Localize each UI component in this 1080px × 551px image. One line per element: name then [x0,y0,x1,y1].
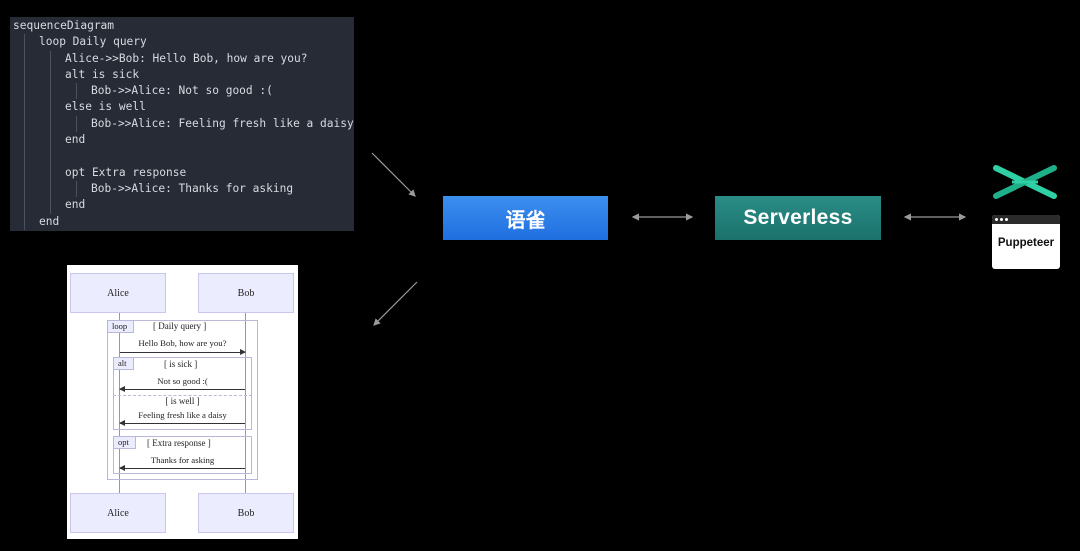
code-line: sequenceDiagram [13,18,354,34]
yuque-label: 语雀 [505,207,546,232]
indent-guide [24,148,25,165]
actor-bob-top: Bob [198,273,294,313]
message-2: Not so good :( [157,376,208,386]
code-text: Alice->>Bob: Hello Bob, how are you? [65,51,308,65]
alt-condition: [ is sick ] [164,359,198,369]
else-separator [113,395,252,396]
code-line: end [13,132,354,149]
code-line: end [13,213,354,230]
actor-label: Alice [107,287,129,299]
indent-guide [76,180,77,198]
indent-guide [76,83,77,100]
bob-lifeline [245,313,246,493]
indent-guide [50,115,51,133]
message-4-arrow [119,465,245,471]
message-3-arrow [119,420,245,426]
code-text: opt Extra response [65,165,187,179]
indent-guide [24,115,25,133]
alice-lifeline [119,313,120,493]
indent-guide [50,132,51,149]
indent-guide [50,50,51,67]
code-line: loop Daily query [13,34,354,51]
indent-guide [50,164,51,181]
indent-guide [24,66,25,84]
alt-tag: alt [114,358,134,370]
window-dot-icon [995,218,998,221]
loop-tag: loop [108,321,135,333]
loop-condition: [ Daily query ] [153,321,207,331]
indent-guide [50,99,51,116]
message-1-arrow [120,349,246,355]
message-3: Feeling fresh like a daisy [138,410,227,420]
code-line: Bob->>Alice: Thanks for asking [13,180,354,198]
indent-guide [76,115,77,133]
indent-guide [24,132,25,149]
actor-bob-bottom: Bob [198,493,294,533]
actor-label: Bob [237,287,255,299]
loop-frame: loop [ Daily query ] [107,320,258,480]
serverless-box: Serverless [715,196,881,240]
code-text: sequenceDiagram [13,19,115,32]
yuque-box: 语雀 [443,196,608,240]
indent-guide [50,197,51,214]
puppeteer-label: Puppeteer [997,237,1055,249]
code-line: Bob->>Alice: Feeling fresh like a daisy [13,115,354,133]
else-condition: [ is well ] [165,396,200,406]
indent-guide [24,34,25,51]
indent-guide [24,213,25,230]
puppeteer-browser-card: Puppeteer [992,215,1060,269]
code-line [13,148,354,165]
indent-guide [24,99,25,116]
actor-label: Bob [237,507,255,519]
code-text: loop Daily query [39,35,147,49]
code-line: Bob->>Alice: Not so good :( [13,83,354,100]
alt-frame: alt [ is sick ] [113,357,252,430]
window-dot-icon [1005,218,1008,221]
rendered-sequence-diagram: Alice Bob loop [ Daily query ] Hello Bob… [67,265,298,539]
indent-guide [24,50,25,67]
actor-alice-top: Alice [70,273,166,313]
code-line: end [13,197,354,214]
indent-guide [50,180,51,198]
code-line: opt Extra response [13,164,354,181]
message-2-arrow [119,386,245,392]
indent-guide [50,148,51,165]
code-text: end [65,133,86,147]
opt-condition: [ Extra response ] [147,438,211,448]
actor-alice-bottom: Alice [70,493,166,533]
serverless-label: Serverless [743,206,853,229]
indent-guide [24,83,25,100]
window-dot-icon [1000,218,1003,221]
code-line: else is well [13,99,354,116]
indent-guide [50,66,51,84]
code-text: end [65,198,86,212]
actor-label: Alice [107,507,129,519]
puppeteer-logo-icon [993,165,1057,199]
message-1: Hello Bob, how are you? [138,338,227,348]
opt-frame: opt [ Extra response ] [113,436,252,474]
code-line: Alice->>Bob: Hello Bob, how are you? [13,50,354,67]
code-line: alt is sick [13,66,354,84]
arrow-code-to-yuque [371,152,416,197]
message-4: Thanks for asking [150,455,215,465]
code-text: end [39,214,60,228]
code-text: Bob->>Alice: Feeling fresh like a daisy [91,116,354,130]
browser-titlebar [992,215,1060,224]
opt-tag: opt [114,437,136,449]
code-text: else is well [65,100,146,114]
arrow-yuque-to-image [373,281,418,326]
code-text: Bob->>Alice: Thanks for asking [91,181,294,195]
indent-guide [24,180,25,198]
indent-guide [24,164,25,181]
indent-guide [50,83,51,100]
code-text: Bob->>Alice: Not so good :( [91,84,273,98]
indent-guide [24,197,25,214]
code-text: alt is sick [65,67,140,81]
